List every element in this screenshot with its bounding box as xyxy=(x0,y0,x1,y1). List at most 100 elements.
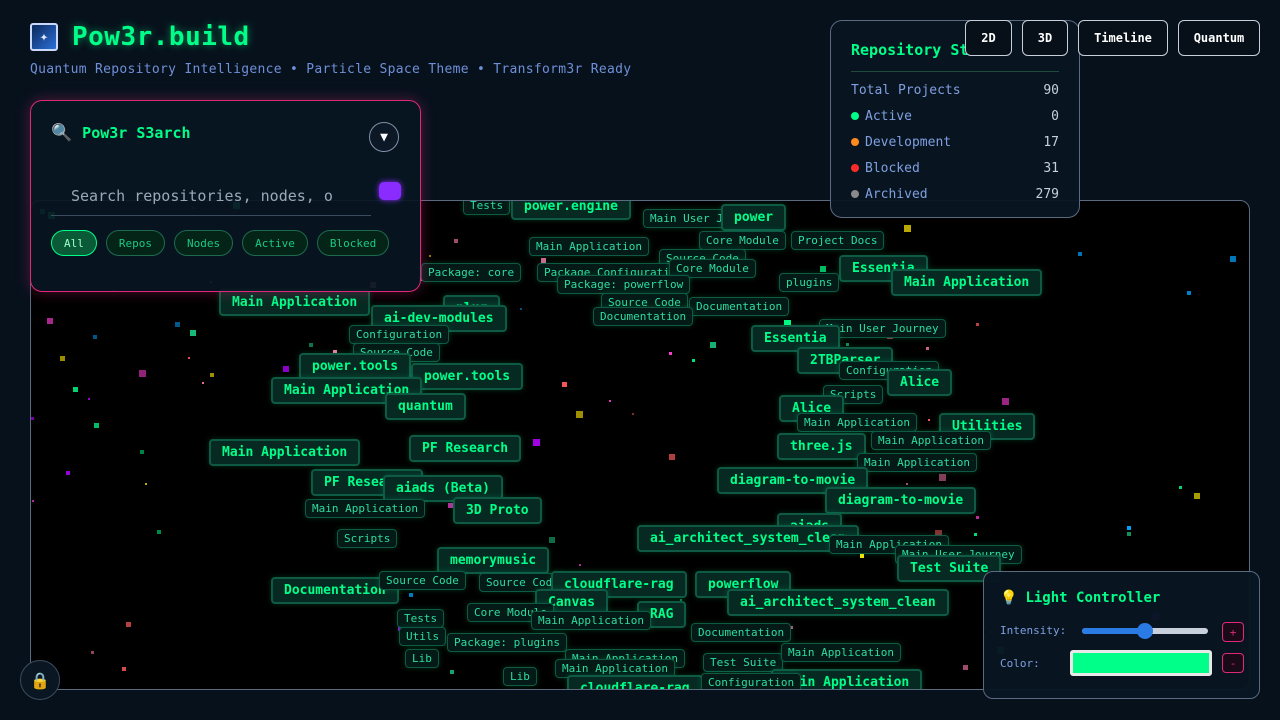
particle xyxy=(669,352,672,355)
graph-node[interactable]: plugins xyxy=(779,273,840,292)
graph-node[interactable]: Essentia xyxy=(751,325,840,352)
particle xyxy=(309,343,313,347)
particle xyxy=(904,225,911,232)
graph-node[interactable]: Configuration xyxy=(701,673,802,689)
view-2d-button[interactable]: 2D xyxy=(965,20,1012,56)
graph-node[interactable]: ai_architect_system_clean xyxy=(637,525,859,552)
graph-node[interactable]: Documentation xyxy=(271,577,399,604)
graph-node[interactable]: Main Application xyxy=(771,669,923,689)
particle xyxy=(1230,256,1236,262)
particle xyxy=(710,342,716,348)
graph-node[interactable]: power.tools xyxy=(299,353,412,380)
graph-node[interactable]: Project Docs xyxy=(791,231,885,250)
particle xyxy=(139,370,146,377)
stat-label: Archived xyxy=(865,186,928,202)
graph-node[interactable]: Alice xyxy=(887,369,953,396)
graph-node[interactable]: power xyxy=(721,204,787,231)
graph-node[interactable]: Test Suite xyxy=(897,555,1002,582)
graph-node[interactable]: Package: core xyxy=(421,263,522,282)
graph-node[interactable]: PF Research xyxy=(409,435,522,462)
filter-chip-active[interactable]: Active xyxy=(242,230,308,256)
filter-chip-nodes[interactable]: Nodes xyxy=(174,230,234,256)
particle xyxy=(66,471,70,475)
graph-node[interactable]: Lib xyxy=(405,649,439,668)
graph-node[interactable]: cloudflare-rag xyxy=(567,675,703,689)
graph-node[interactable]: Scripts xyxy=(337,529,398,548)
chevron-down-icon: ▼ xyxy=(380,129,388,145)
graph-node[interactable]: Tests xyxy=(397,609,445,628)
graph-node[interactable]: quantum xyxy=(385,393,466,420)
particle xyxy=(680,599,682,601)
particle xyxy=(145,483,147,485)
intensity-plus-button[interactable]: + xyxy=(1222,622,1244,642)
graph-node[interactable]: Source Code xyxy=(479,573,566,592)
particle xyxy=(1002,398,1009,405)
intensity-minus-button[interactable]: - xyxy=(1222,653,1244,673)
graph-node[interactable]: Configuration xyxy=(349,325,450,344)
graph-node[interactable]: Main Application xyxy=(219,289,371,316)
graph-node[interactable]: Main Application xyxy=(857,453,977,472)
particle xyxy=(906,483,908,485)
graph-node[interactable]: Main Application xyxy=(529,237,649,256)
graph-node[interactable]: Main User Journey xyxy=(819,319,946,338)
intensity-slider-thumb[interactable] xyxy=(1137,622,1153,639)
filter-chip-blocked[interactable]: Blocked xyxy=(316,230,390,256)
graph-node[interactable]: Main Application xyxy=(531,611,651,630)
view-quantum-button[interactable]: Quantum xyxy=(1178,20,1260,56)
view-timeline-button[interactable]: Timeline xyxy=(1078,20,1168,56)
particle xyxy=(1194,493,1200,499)
graph-node[interactable]: diagram-to-movie xyxy=(825,487,977,514)
filter-chip-all[interactable]: All xyxy=(51,230,97,256)
filter-chip-repos[interactable]: Repos xyxy=(105,230,165,256)
intensity-slider-fill xyxy=(1082,627,1145,634)
graph-node[interactable]: Test Suite xyxy=(703,653,784,672)
graph-node[interactable]: Documentation xyxy=(689,297,790,316)
particle xyxy=(429,255,431,257)
graph-node[interactable]: memorymusic xyxy=(437,547,550,574)
graph-node[interactable]: Documentation xyxy=(593,307,694,326)
search-panel: 🔍 Pow3r S3arch ▼ AllReposNodesActiveBloc… xyxy=(30,100,421,292)
graph-node[interactable]: Package: powerflow xyxy=(557,275,691,294)
graph-node[interactable]: Main Application xyxy=(781,643,901,662)
lock-button[interactable]: 🔒 xyxy=(20,660,60,700)
graph-node[interactable]: power.engine xyxy=(511,201,631,220)
graph-node[interactable]: Core Module xyxy=(669,259,756,278)
search-submit-button[interactable] xyxy=(379,182,401,200)
graph-node[interactable]: Main Application xyxy=(305,499,425,518)
particle xyxy=(190,330,196,336)
graph-node[interactable]: Package: plugins xyxy=(447,633,567,652)
particle xyxy=(976,516,979,519)
graph-node[interactable]: Main Application xyxy=(871,431,991,450)
graph-node[interactable]: Tests xyxy=(463,201,511,215)
search-input[interactable] xyxy=(51,176,371,215)
particle xyxy=(202,382,204,384)
graph-node[interactable]: Main Application xyxy=(209,439,361,466)
graph-node[interactable]: PF Research xyxy=(311,469,424,496)
stat-label: Development xyxy=(865,134,952,150)
graph-node[interactable]: 3D Proto xyxy=(453,497,542,524)
stat-label: Active xyxy=(865,108,912,124)
graph-node[interactable]: power.tools xyxy=(411,363,524,390)
graph-node[interactable]: ai_architect_system_clean xyxy=(727,589,949,616)
particle xyxy=(576,411,583,418)
graph-node[interactable]: three.js xyxy=(777,433,866,460)
graph-node[interactable]: Utils xyxy=(399,627,447,646)
stat-value: 0 xyxy=(1051,108,1059,124)
particle xyxy=(157,530,161,534)
graph-node[interactable]: Main Application xyxy=(797,413,917,432)
graph-node[interactable]: Lib xyxy=(503,667,537,686)
graph-node[interactable]: Core Module xyxy=(699,231,786,250)
particle xyxy=(520,308,522,310)
intensity-slider[interactable] xyxy=(1082,622,1208,639)
view-3d-button[interactable]: 3D xyxy=(1022,20,1068,56)
graph-node[interactable]: Source Code xyxy=(379,571,466,590)
collapse-button[interactable]: ▼ xyxy=(369,122,399,152)
color-picker[interactable] xyxy=(1070,650,1212,676)
graph-node[interactable]: Main Application xyxy=(891,269,1043,296)
particle xyxy=(1127,532,1131,536)
graph-node[interactable]: Documentation xyxy=(691,623,792,642)
status-dot-icon xyxy=(851,190,859,198)
stats-title: Repository Stats xyxy=(851,41,1059,72)
color-label: Color: xyxy=(1000,656,1040,670)
